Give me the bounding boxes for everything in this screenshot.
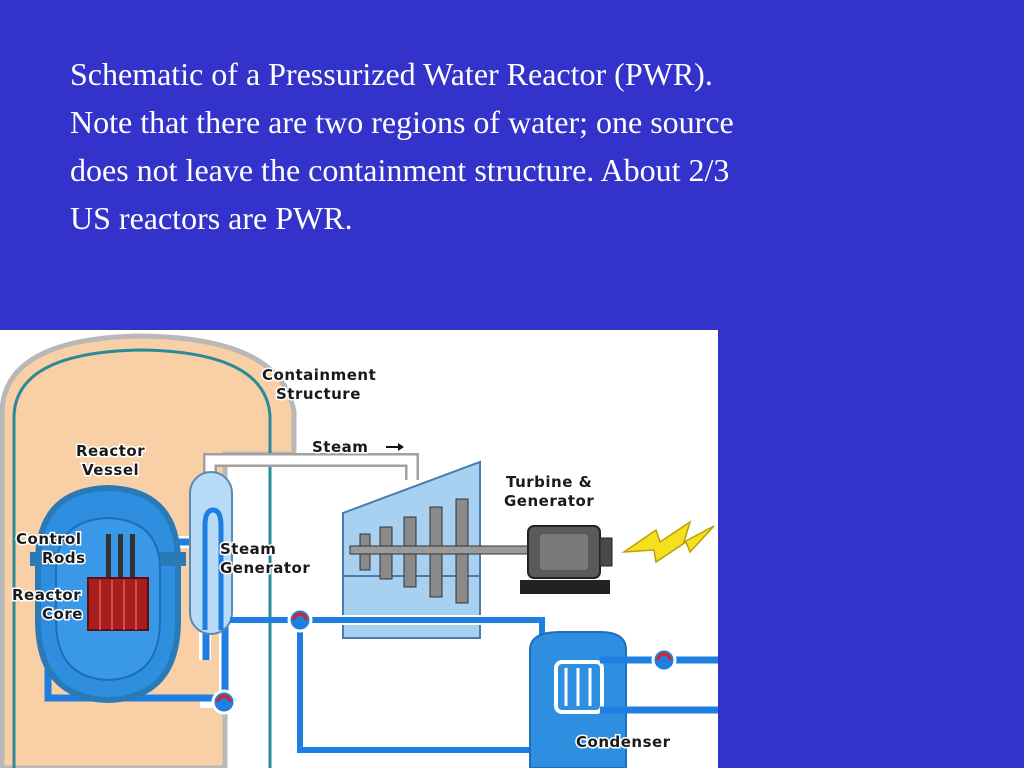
generator-end-cap <box>599 537 613 567</box>
generator-panel <box>540 534 588 570</box>
label-reactor-vessel: Reactor <box>76 442 145 460</box>
label-reactor-core: Reactor <box>12 586 81 604</box>
label-steam: Steam <box>312 438 368 456</box>
containment-inner-wall <box>12 348 272 768</box>
label-steam-generator: Steam <box>220 540 276 558</box>
caption-line: US reactors are PWR. <box>70 200 353 236</box>
steam-arrow-icon <box>398 443 404 451</box>
label-condenser: Condenser <box>576 733 671 751</box>
pwr-schematic: Containment Structure Steam Reactor Vess… <box>0 330 718 768</box>
caption-line: does not leave the containment structure… <box>70 152 730 188</box>
pump-icon <box>651 647 677 673</box>
label-control-rods: Control <box>16 530 82 548</box>
generator-stand <box>520 580 610 594</box>
caption-line: Note that there are two regions of water… <box>70 104 734 140</box>
control-rod <box>118 534 123 598</box>
condenser-return-pipe <box>297 630 548 753</box>
caption-text: Schematic of a Pressurized Water Reactor… <box>70 50 970 242</box>
condenser-coil <box>554 660 604 714</box>
label-containment: Structure <box>276 385 361 403</box>
steam-generator-u-tube <box>202 507 224 630</box>
label-turbine: Generator <box>504 492 594 510</box>
control-rod <box>106 534 111 598</box>
label-reactor-vessel: Vessel <box>82 461 139 479</box>
label-reactor-core: Core <box>42 605 83 623</box>
pump-icon <box>211 689 237 715</box>
label-containment: Containment <box>262 366 376 384</box>
pump-icon <box>287 607 313 633</box>
control-rod <box>130 534 135 598</box>
turbine-shaft <box>349 545 531 555</box>
label-turbine: Turbine & <box>506 473 592 491</box>
reactor-core <box>87 577 149 631</box>
label-control-rods: Rods <box>42 549 86 567</box>
label-steam-generator: Generator <box>220 559 310 577</box>
lightning-bolt-icon <box>621 520 715 564</box>
condenser-coil <box>564 668 592 706</box>
caption-line: Schematic of a Pressurized Water Reactor… <box>70 56 713 92</box>
